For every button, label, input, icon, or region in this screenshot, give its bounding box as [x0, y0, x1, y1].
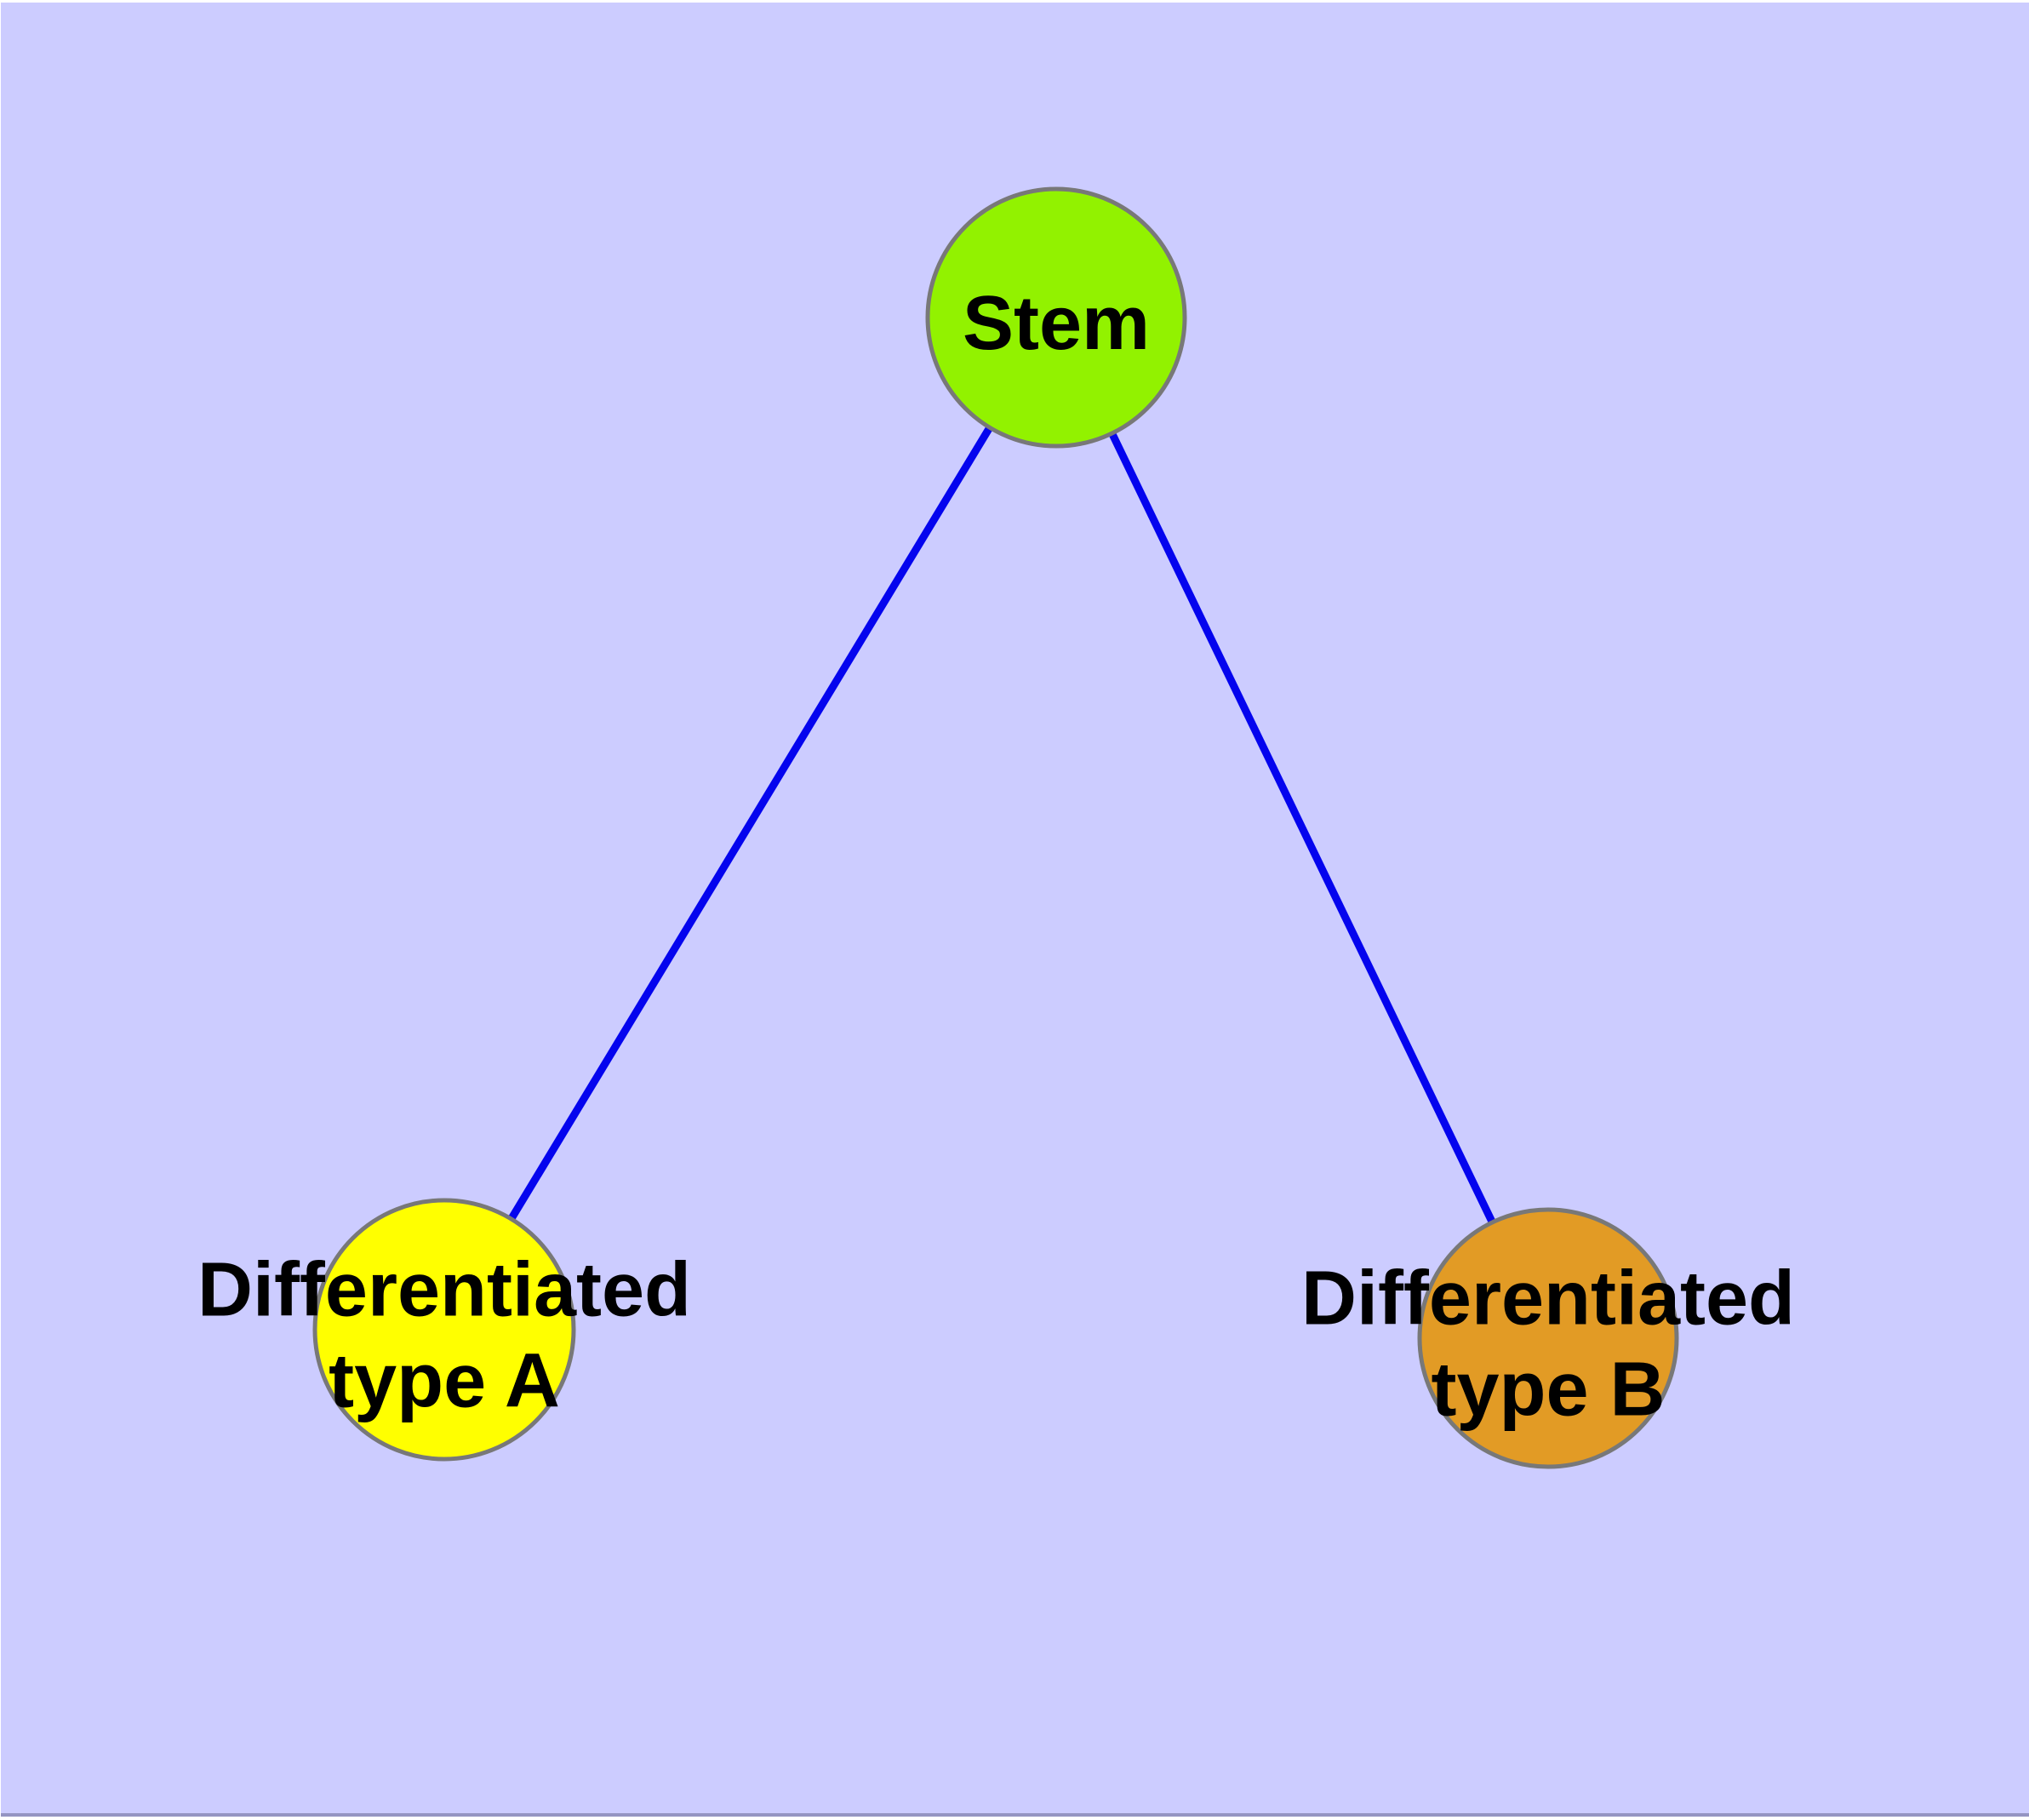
edge-stem-type-b: [1052, 316, 1552, 1340]
node-circle-type-a[interactable]: [312, 1198, 576, 1462]
edge-stem-type-a: [441, 315, 1060, 1332]
node-circle-type-b[interactable]: [1417, 1207, 1679, 1469]
node-stem[interactable]: Stem: [925, 186, 1187, 449]
node-circle-stem[interactable]: [925, 186, 1187, 449]
node-label-stem: Stem: [963, 281, 1150, 366]
